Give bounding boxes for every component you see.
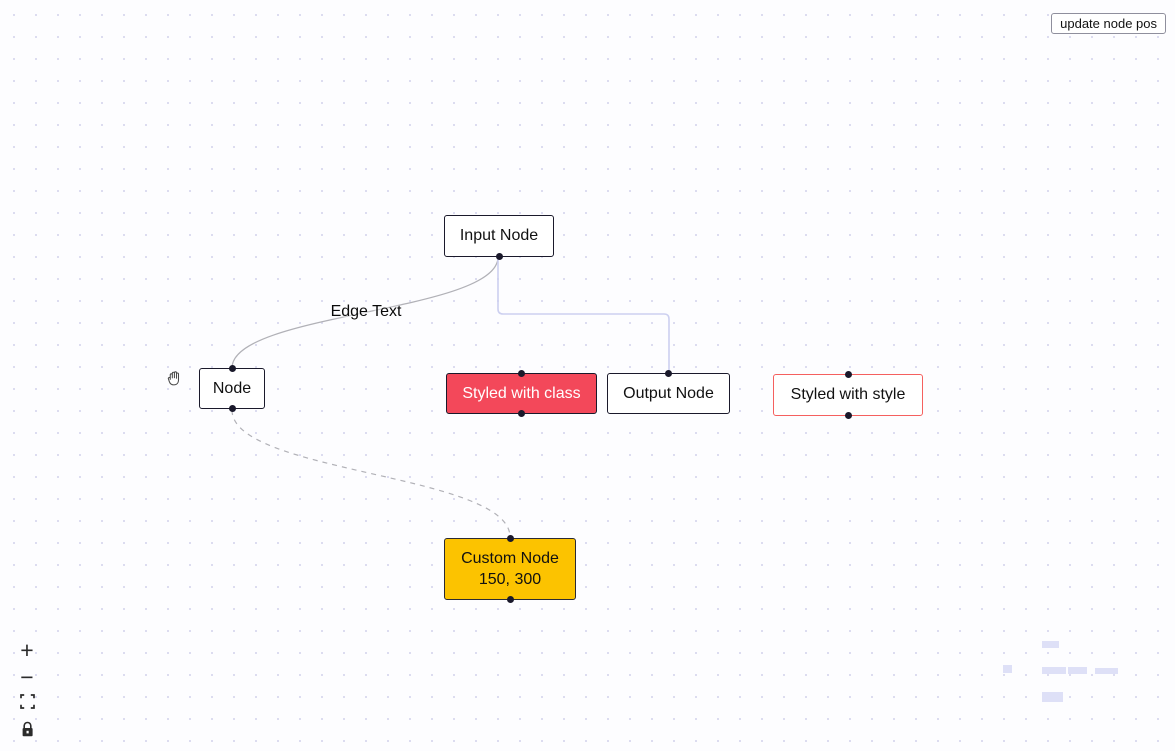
lock-icon — [21, 721, 34, 742]
handle-source-bottom[interactable] — [495, 253, 503, 260]
lock-button[interactable] — [16, 721, 38, 741]
minimap[interactable] — [995, 632, 1167, 728]
node-styled-with-style-label: Styled with style — [790, 386, 906, 403]
minimap-node-input — [1042, 641, 1059, 648]
handle-target-top[interactable] — [506, 535, 514, 542]
handle-target-top[interactable] — [228, 365, 236, 372]
node-custom[interactable]: Custom Node 150, 300 — [444, 535, 576, 603]
update-node-pos-button[interactable]: update node pos — [1051, 13, 1166, 34]
handle-target-top[interactable] — [844, 371, 852, 378]
zoom-in-button[interactable]: + — [20, 637, 34, 663]
edge-node-to-custom-dashed[interactable] — [231, 409, 511, 538]
node-default[interactable]: Node — [199, 365, 265, 412]
handle-source-bottom[interactable] — [844, 412, 852, 419]
minimap-node-custom — [1042, 692, 1063, 702]
node-output-label: Output Node — [623, 384, 714, 402]
node-input[interactable]: Input Node — [444, 215, 554, 260]
fit-view-button[interactable] — [16, 694, 38, 714]
node-custom-label: Custom Node — [461, 550, 559, 567]
edge-input-to-node[interactable] — [231, 256, 499, 369]
node-default-label: Node — [212, 379, 252, 397]
node-styled-with-style[interactable]: Styled with style — [773, 371, 923, 419]
zoom-out-button[interactable]: − — [20, 664, 34, 690]
node-input-label: Input Node — [459, 227, 539, 244]
minimap-node-styled-with-style — [1095, 668, 1118, 674]
handle-source-bottom[interactable] — [518, 410, 525, 417]
handle-target-top[interactable] — [665, 370, 672, 377]
node-output[interactable]: Output Node — [607, 370, 730, 414]
edge-label[interactable]: Edge Text — [330, 303, 402, 320]
minimap-node-styled-with-class — [1042, 667, 1066, 674]
handle-source-bottom[interactable] — [228, 405, 236, 412]
minimap-node-output — [1068, 667, 1087, 674]
flow-controls: + − — [16, 637, 38, 748]
fit-view-icon — [19, 694, 35, 714]
minimap-node-default — [1003, 665, 1012, 673]
node-custom-sublabel: 150, 300 — [478, 571, 542, 588]
grab-hand-cursor-icon — [164, 368, 182, 392]
node-styled-with-class-label: Styled with class — [462, 384, 581, 402]
node-styled-with-class[interactable]: Styled with class — [446, 370, 597, 417]
handle-target-top[interactable] — [518, 370, 525, 377]
edge-input-to-output-step[interactable] — [497, 257, 670, 371]
handle-source-bottom[interactable] — [506, 596, 514, 603]
